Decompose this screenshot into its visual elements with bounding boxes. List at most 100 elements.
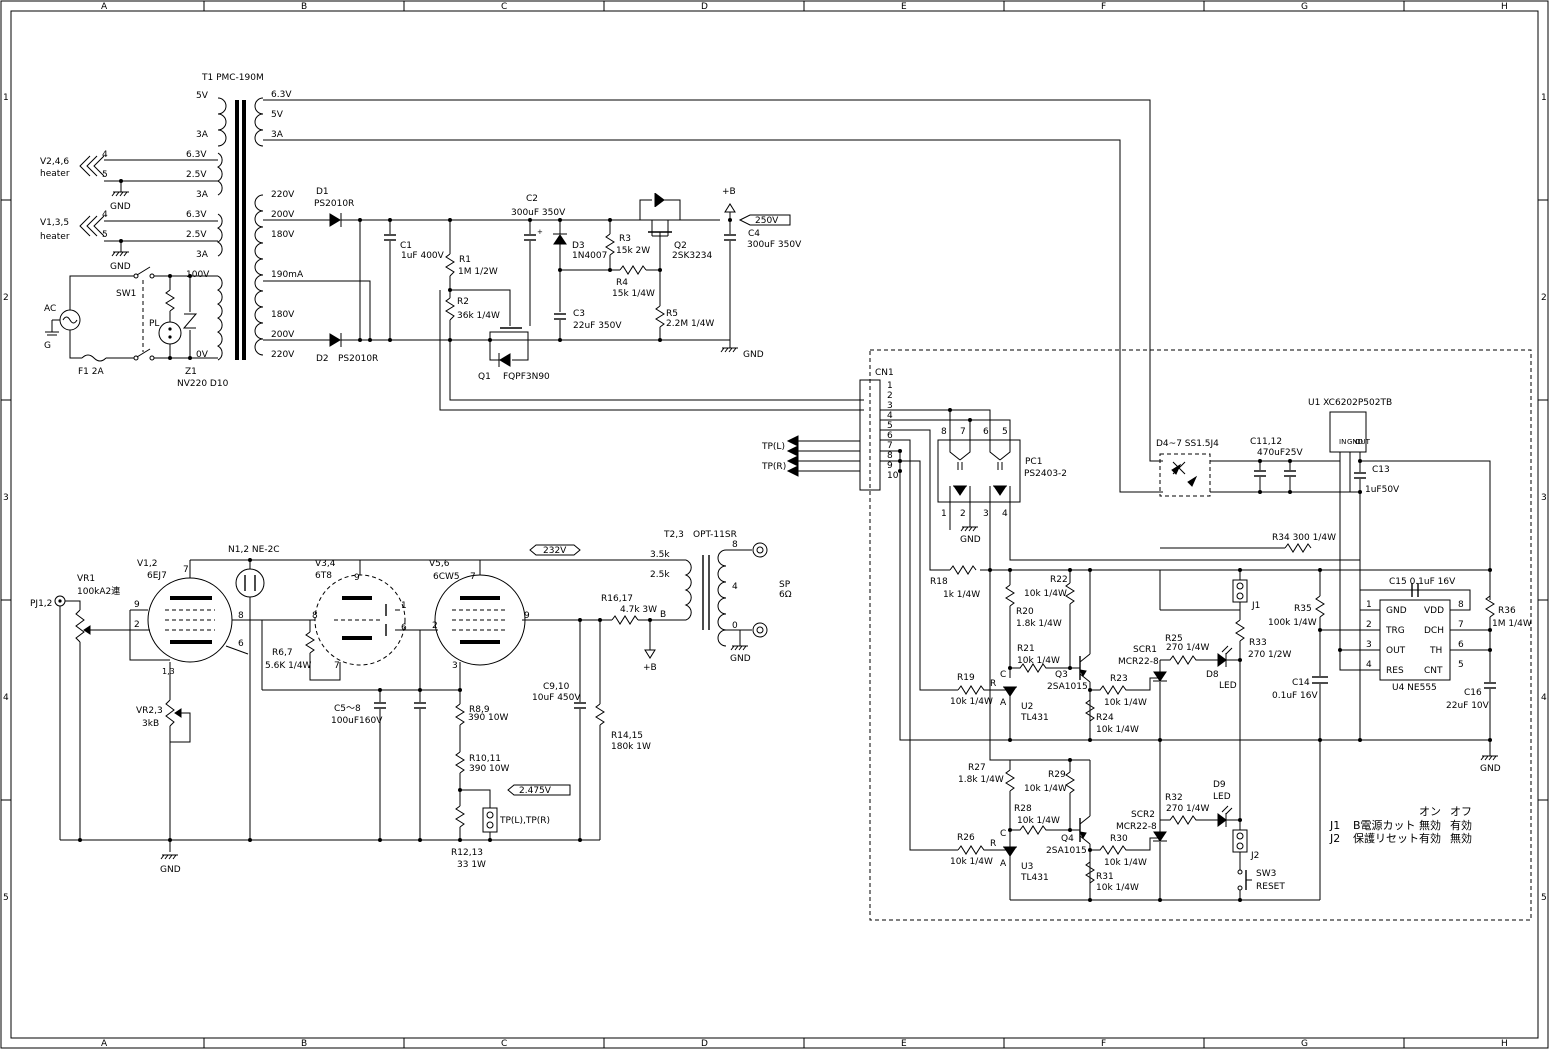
legend-cell: 有効	[1450, 818, 1472, 832]
u4-pin-num: 1	[1366, 600, 1372, 610]
r35-label: R35	[1294, 604, 1312, 614]
tube-pin: 3	[452, 661, 458, 671]
c5-label: 100uF160V	[331, 716, 383, 726]
r28-label: R28	[1014, 804, 1032, 814]
tap-label: 6.3V	[186, 150, 207, 160]
r31-label: 10k 1/4W	[1096, 883, 1139, 893]
gnd-label: GND	[110, 262, 131, 272]
t1-label: T1 PMC-190M	[201, 73, 264, 83]
tap-label: 180V	[271, 230, 295, 240]
r10-label: 390 10W	[469, 764, 509, 774]
u4-pin: CNT	[1424, 666, 1443, 676]
u4-pin-num: 4	[1366, 660, 1372, 670]
tube-pin: 1	[401, 601, 407, 611]
cn1-pin: 10	[887, 471, 899, 481]
regulator: D4~7 SS1.5J4 C11,12 470uF25V U1 XC6202P5…	[1156, 398, 1491, 740]
fuse-label: F1 2A	[78, 367, 104, 377]
scr2-label: SCR2	[1131, 810, 1155, 820]
pc1-label: PS2403-2	[1024, 469, 1067, 479]
tap-label: 3A	[196, 250, 209, 260]
cn1-pin: 1	[887, 381, 893, 391]
gnd-label: GND	[960, 535, 981, 545]
pin-a: A	[1000, 698, 1007, 708]
r3-label: R3	[619, 234, 631, 244]
row-label: 3	[3, 493, 9, 503]
r12-label: R12,13	[451, 848, 483, 858]
col-label: A	[101, 1039, 108, 1049]
col-label: B	[301, 1039, 307, 1049]
col-label: A	[101, 2, 108, 12]
b-label: +B	[722, 187, 736, 197]
r25-label: 270 1/4W	[1166, 643, 1210, 653]
legend-cell: 有効	[1419, 831, 1441, 845]
legend-header: オフ	[1450, 805, 1472, 818]
tube-pin: 7	[334, 661, 340, 671]
pc-pin: 2	[960, 509, 966, 519]
r30-label: R30	[1110, 834, 1128, 844]
c3-label: C3	[573, 309, 585, 319]
protection-board-outline	[869, 349, 1532, 921]
pin-c: C	[1000, 829, 1006, 839]
row-label: 3	[1541, 493, 1547, 503]
r33-label: R33	[1249, 638, 1267, 648]
cn1-pin: 6	[887, 431, 893, 441]
tube-pin: 7	[470, 572, 476, 582]
u4-pin: GND	[1386, 606, 1407, 616]
col-label: F	[1101, 1039, 1106, 1049]
r14-label: 180k 1W	[611, 742, 651, 752]
v3-label: V3,4	[315, 559, 336, 569]
u4-pin-num: 5	[1458, 660, 1464, 670]
tap-label: 5V	[196, 91, 209, 101]
r30-label: 10k 1/4W	[1104, 858, 1147, 868]
tap-label: 200V	[271, 330, 295, 340]
cn1-pin: 2	[887, 391, 893, 401]
tube-pin: 7	[183, 565, 189, 575]
r20-label: 1.8k 1/4W	[1016, 619, 1062, 629]
gnd-label: GND	[743, 350, 764, 360]
tube-pin: 8	[238, 611, 244, 621]
pc-pin: 6	[983, 427, 989, 437]
r27-label: 1.8k 1/4W	[958, 775, 1004, 785]
row-label: 4	[3, 693, 9, 703]
r29-label: 10k 1/4W	[1024, 784, 1067, 794]
cn1-pin: 3	[887, 401, 893, 411]
legend-cell: 無効	[1419, 818, 1441, 832]
row-label: 1	[1541, 93, 1547, 103]
tube-pin: 8	[312, 611, 318, 621]
svg-text:+: +	[537, 228, 543, 236]
d2-label: PS2010R	[338, 354, 378, 364]
u4-pin: TH	[1429, 646, 1442, 656]
r23-label: R23	[1110, 674, 1128, 684]
tube-pin: 2	[432, 621, 438, 631]
c13-label: C13	[1372, 465, 1390, 475]
row-label: 5	[3, 893, 9, 903]
pin-r: R	[990, 839, 996, 849]
r6-label: 5.6K 1/4W	[265, 661, 312, 671]
r12-label: 33 1W	[457, 860, 486, 870]
tap-label: 200V	[271, 210, 295, 220]
u1-pin: IN	[1339, 438, 1346, 446]
r16-label: 4.7k 3W	[620, 605, 657, 615]
r16-label: R16,17	[601, 594, 633, 604]
pc-pin: 1	[941, 509, 947, 519]
r6-label: R6,7	[272, 648, 293, 658]
r19-label: R19	[957, 673, 975, 683]
r33-label: 270 1/2W	[1248, 650, 1292, 660]
c1-label: C1	[400, 241, 412, 251]
q3-label: 2SA1015	[1047, 682, 1088, 692]
vr1-label: 100kA2連	[77, 585, 120, 597]
c16-label: C16	[1464, 688, 1482, 698]
tap-label: 6.3V	[271, 90, 292, 100]
heater-label: heater	[40, 169, 70, 179]
d1-label: D1	[316, 187, 329, 197]
u2-label: U2	[1021, 702, 1033, 712]
tap-label: 220V	[271, 350, 295, 360]
r8-label: 390 10W	[468, 713, 508, 723]
q1-label: Q1	[478, 372, 491, 382]
opt-tap: 3.5k	[650, 550, 670, 560]
d9-label: LED	[1213, 792, 1231, 802]
u1-pin: OUT	[1355, 438, 1371, 446]
u1-label: U1 XC6202P502TB	[1308, 398, 1392, 408]
tap-label: 2.5V	[186, 230, 207, 240]
